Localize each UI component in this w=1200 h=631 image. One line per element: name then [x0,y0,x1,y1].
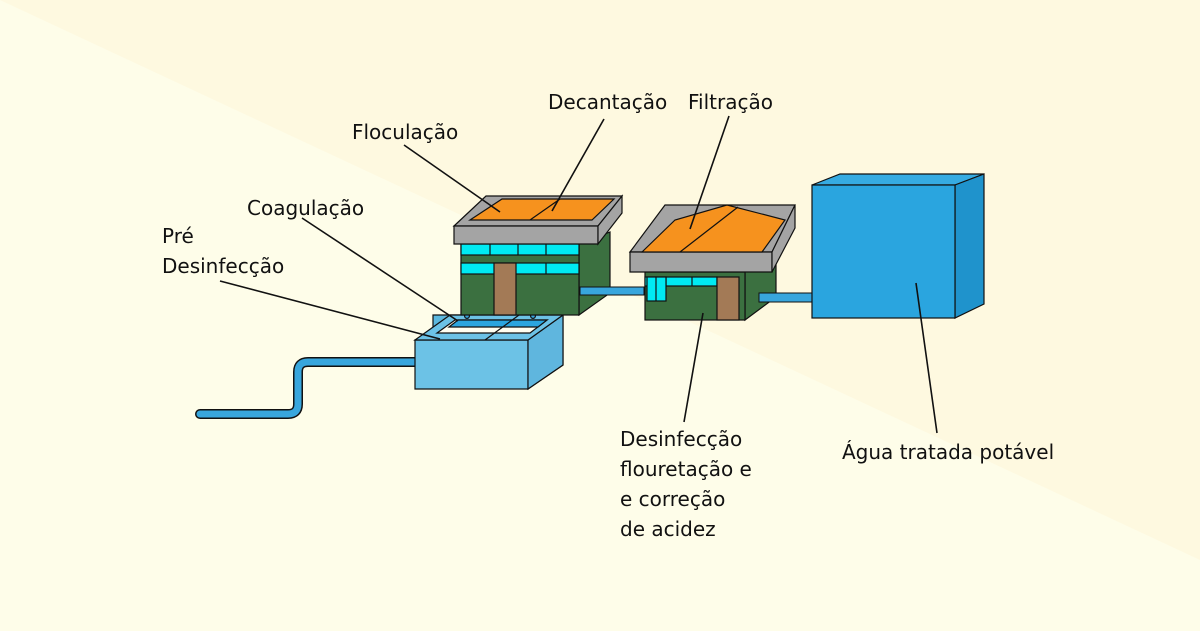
leader-coagulacao [301,217,459,322]
label-filtracao: Filtração [688,90,773,114]
inlet-pipe-fill [196,358,420,418]
label-desinfeccao-line1: Desinfecção [620,427,742,451]
filtration-building [628,204,796,322]
leader-floculacao [403,144,501,213]
coagulation-tank [413,313,565,391]
label-pre-line1: Pré [162,224,194,248]
connector-pipe [579,286,645,296]
leader-filtracao [689,115,730,230]
label-desinfeccao-line3: e correção [620,487,725,511]
label-agua-tratada: Água tratada potável [842,440,1054,464]
label-desinfeccao-line4: de acidez [620,517,716,541]
label-floculacao: Floculação [352,120,458,144]
leader-agua [915,282,938,434]
label-coagulacao: Coagulação [247,196,364,220]
flocculation-decantation-building [452,194,624,317]
leader-pre-desinfeccao [219,280,441,340]
leader-desinfeccao [683,312,704,423]
label-pre-line2: Desinfecção [162,254,284,278]
reservoir-pipe [758,292,814,303]
leader-lines [219,115,938,434]
treated-water-reservoir [811,173,985,319]
label-decantacao: Decantação [548,90,667,114]
leader-decantacao [551,118,605,212]
label-desinfeccao-line2: flouretação e [620,457,752,481]
